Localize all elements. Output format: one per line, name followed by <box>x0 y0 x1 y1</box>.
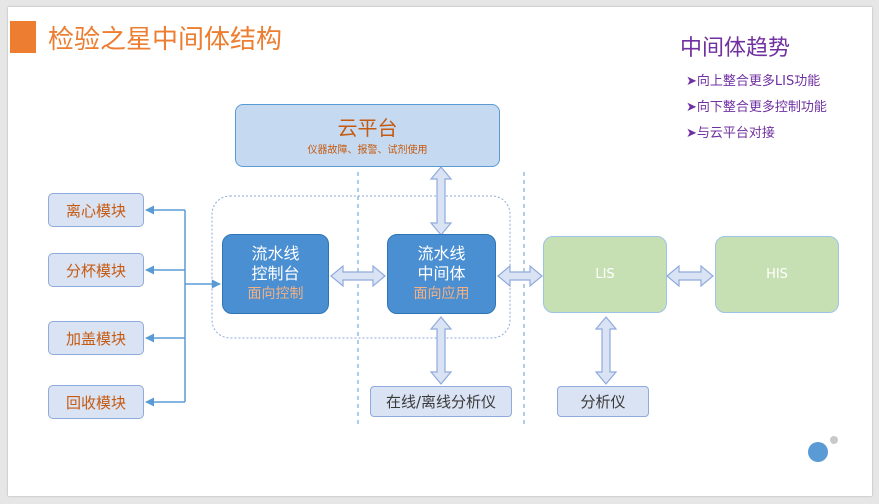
online-offline-analyzer-box: 在线/离线分析仪 <box>370 386 512 417</box>
module-recycle: 回收模块 <box>48 385 144 419</box>
double-arrow <box>666 264 714 288</box>
double-arrow <box>429 166 453 236</box>
pipeline-middleware-box: 流水线 中间体 面向应用 <box>387 234 496 314</box>
trend-title: 中间体趋势 <box>680 36 791 61</box>
console-label-1: 流水线 <box>251 244 300 263</box>
module-centrifuge: 离心模块 <box>48 193 144 227</box>
title-accent-bar <box>10 21 36 53</box>
console-subtitle: 面向控制 <box>247 286 304 302</box>
double-arrow <box>497 264 543 288</box>
cloud-platform-box: 云平台 仪器故障、报警、试剂使用 <box>235 104 500 167</box>
pipeline-console-box: 流水线 控制台 面向控制 <box>222 234 329 314</box>
middleware-label-1: 流水线 <box>417 244 466 263</box>
trend-item: ➤向下整合更多控制功能 <box>686 100 827 115</box>
cloud-platform-title: 云平台 <box>337 116 398 140</box>
middleware-label-2: 中间体 <box>417 264 466 283</box>
double-arrow <box>429 316 453 385</box>
trend-item: ➤向上整合更多LIS功能 <box>686 74 821 89</box>
middleware-subtitle: 面向应用 <box>413 286 470 302</box>
logo-dot-large <box>808 442 828 462</box>
analyzer-box: 分析仪 <box>557 386 649 417</box>
his-box: HIS <box>715 236 839 313</box>
logo-dot-small <box>830 436 838 444</box>
double-arrow <box>594 316 618 385</box>
module-aliquot: 分杯模块 <box>48 253 144 287</box>
double-arrow <box>330 264 386 288</box>
console-label-2: 控制台 <box>251 264 300 283</box>
page-title: 检验之星中间体结构 <box>48 25 283 55</box>
module-capping: 加盖模块 <box>48 321 144 355</box>
lis-box: LIS <box>543 236 667 313</box>
trend-item: ➤与云平台对接 <box>686 126 775 141</box>
cloud-platform-subtitle: 仪器故障、报警、试剂使用 <box>307 145 428 156</box>
